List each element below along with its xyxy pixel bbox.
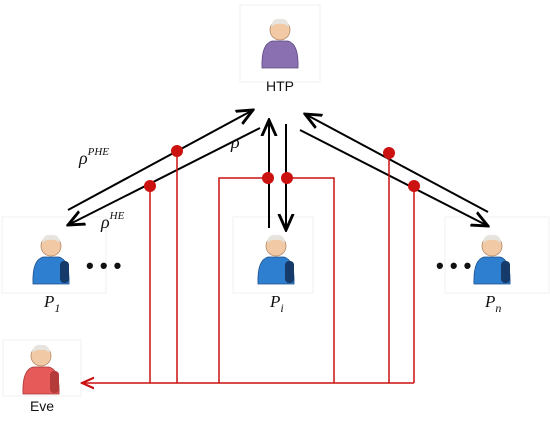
arrow-pn-to-htp [305, 114, 489, 213]
tap-dot [408, 180, 420, 192]
eavesdrop-taps [82, 151, 415, 383]
rho-he-sup: HE [109, 210, 125, 222]
pn-person-icon [473, 234, 511, 285]
ellipsis-right: • • • [436, 253, 471, 278]
rho-he-base: ρ [100, 212, 110, 232]
ellipsis-left: • • • [86, 253, 121, 278]
htp-label: HTP [266, 78, 294, 94]
htp-person-icon [261, 18, 299, 69]
arrow-p1-to-htp [67, 110, 253, 211]
pi-person-icon [257, 234, 295, 285]
tap-dots [144, 145, 420, 192]
p1-label-sub: 1 [54, 301, 60, 315]
p1-label-main: P [43, 292, 54, 311]
rho-label: ρ [230, 132, 240, 152]
tap-mid-right [287, 177, 335, 383]
tap-dot [171, 145, 183, 157]
tap-dot [144, 180, 156, 192]
rho-phe-sup: PHE [87, 146, 110, 158]
tap-dot [281, 172, 293, 184]
pi-label-sub: i [280, 301, 283, 315]
pn-label-main: P [484, 292, 495, 311]
channels [68, 110, 488, 230]
pi-label: Pi [269, 292, 284, 315]
pn-label-sub: n [495, 301, 501, 315]
pi-label-main: P [269, 292, 280, 311]
p1-label: P1 [43, 292, 60, 315]
pn-label: Pn [484, 292, 501, 315]
arrow-htp-to-pn [299, 129, 488, 226]
tap-dot [383, 147, 395, 159]
rho-he-label: ρHE [100, 210, 125, 232]
eve-label: Eve [30, 398, 54, 414]
rho-phe-base: ρ [78, 148, 88, 168]
tap-mid-left [218, 177, 268, 383]
arrow-htp-to-p1 [68, 127, 261, 225]
p1-person-icon [32, 234, 70, 285]
eve-person-icon [22, 344, 60, 395]
tap-dot [262, 172, 274, 184]
rho-phe-label: ρPHE [78, 146, 109, 168]
